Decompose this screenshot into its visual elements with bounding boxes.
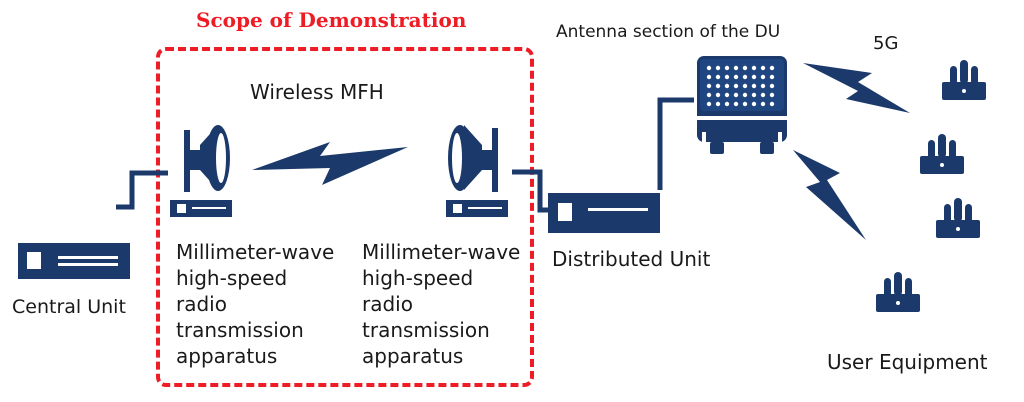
central-unit-icon (18, 243, 130, 279)
distributed-unit-label: Distributed Unit (552, 247, 711, 271)
user-equipment-icon-2 (920, 134, 964, 174)
user-equipment-icon-4 (876, 272, 920, 312)
left-apparatus-line-2: high-speed (176, 266, 288, 290)
right-apparatus-line-3: radio (362, 292, 413, 316)
distributed-unit-icon (548, 193, 660, 233)
right-apparatus-line-4: transmission (362, 318, 490, 342)
left-apparatus-line-5: apparatus (176, 344, 278, 368)
user-equipment-icon-1 (942, 60, 986, 100)
antenna-section-label: Antenna section of the DU (556, 22, 781, 42)
right-mmwave-apparatus-icon (446, 125, 508, 217)
wireless-mfh-label: Wireless MFH (250, 80, 384, 104)
5g-lightning-lower-icon (793, 150, 866, 240)
cu-to-left-apparatus-line (116, 170, 168, 210)
right-apparatus-label: Millimeter-wave high-speed radio transmi… (362, 239, 520, 369)
wireless-link-lightning-icon (252, 142, 408, 185)
left-apparatus-label: Millimeter-wave high-speed radio transmi… (176, 239, 334, 369)
antenna-section-icon (697, 56, 787, 154)
left-apparatus-line-4: transmission (176, 318, 304, 342)
user-equipment-icon-3 (936, 198, 980, 238)
du-to-antenna-line (657, 97, 694, 190)
left-apparatus-line-1: Millimeter-wave (176, 240, 335, 264)
5g-lightning-upper-icon (803, 63, 910, 113)
central-unit-label: Central Unit (12, 296, 126, 318)
left-mmwave-apparatus-icon (170, 125, 232, 217)
5g-label: 5G (873, 33, 899, 54)
scope-of-demonstration-box (156, 47, 534, 387)
right-apparatus-to-du-line (512, 169, 548, 213)
scope-title: Scope of Demonstration (196, 8, 467, 32)
user-equipment-label: User Equipment (827, 350, 988, 374)
right-apparatus-line-5: apparatus (362, 344, 464, 368)
right-apparatus-line-2: high-speed (362, 266, 474, 290)
left-apparatus-line-3: radio (176, 292, 227, 316)
right-apparatus-line-1: Millimeter-wave (362, 240, 521, 264)
